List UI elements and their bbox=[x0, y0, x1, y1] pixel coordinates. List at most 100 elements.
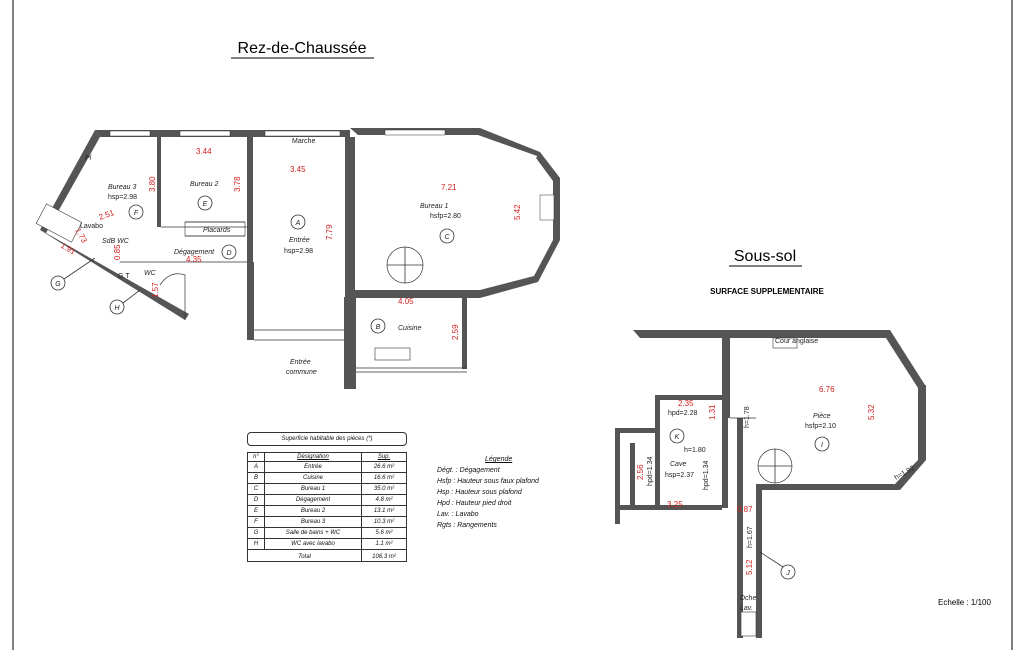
room-g-dim-1: 2.51 bbox=[98, 208, 116, 222]
room-c-height: hsfp=2.80 bbox=[430, 213, 461, 220]
row-designation: Cuisine bbox=[264, 472, 362, 484]
room-h-name: WC bbox=[144, 270, 157, 277]
area-table: Superficie habitable des pièces (*) n° D… bbox=[247, 432, 407, 562]
legend-item: Dégt. : Dégagement bbox=[437, 467, 500, 474]
room-e-closet: Placards bbox=[203, 227, 231, 234]
room-f-dim-side: 3.80 bbox=[148, 176, 157, 192]
room-g-name: SdB WC bbox=[102, 238, 130, 245]
room-g-note: Lavabo bbox=[80, 223, 103, 230]
room-k-dim-4: 3.25 bbox=[667, 500, 683, 509]
room-c-marker bbox=[439, 228, 455, 244]
room-j-douche: Dche bbox=[740, 595, 756, 602]
room-i-cour: Cour anglaise bbox=[775, 338, 818, 345]
room-k-dim-3: 2.56 bbox=[636, 464, 645, 480]
room-j-letter: J bbox=[785, 570, 790, 577]
room-k-hpd3: hpd=1.34 bbox=[703, 461, 710, 490]
room-d-letter: D bbox=[226, 250, 231, 257]
room-c-name: Bureau 1 bbox=[420, 203, 449, 210]
room-a-marker bbox=[290, 214, 306, 230]
scale-label: Echelle : 1/100 bbox=[938, 598, 991, 607]
ground-floor-title: Rez-de-Chaussée bbox=[238, 40, 367, 57]
room-i-dim-side: 5.32 bbox=[867, 404, 876, 420]
room-e-dim-top: 3.44 bbox=[196, 147, 212, 156]
row-designation: Bureau 1 bbox=[264, 483, 362, 495]
room-f-marker bbox=[128, 204, 144, 220]
row-surface: 1.1 m² bbox=[361, 538, 407, 550]
room-d-dim: 4.35 bbox=[186, 255, 202, 264]
room-f-name: Bureau 3 bbox=[108, 184, 137, 191]
row-num: B bbox=[247, 472, 265, 484]
room-c-dim-top: 7.21 bbox=[441, 183, 457, 192]
row-num: A bbox=[247, 461, 265, 473]
room-i-name: Pièce bbox=[813, 413, 831, 420]
legend-item: Hpd : Hauteur pied droit bbox=[437, 500, 512, 507]
room-i-dim-top: 6.76 bbox=[819, 385, 835, 394]
room-a-letter: A bbox=[295, 220, 301, 227]
room-a-name: Entrée bbox=[289, 237, 310, 244]
basement-title: Sous-sol bbox=[734, 248, 796, 265]
room-i-letter: I bbox=[821, 442, 823, 449]
room-j-lav: Lav. bbox=[740, 605, 753, 612]
room-e-name: Bureau 2 bbox=[190, 181, 219, 188]
room-g-dim-4: 0.85 bbox=[113, 244, 122, 260]
marche-label: Marche bbox=[292, 138, 315, 145]
pl-label: Pl bbox=[85, 155, 92, 162]
room-a-dim-side: 7.79 bbox=[325, 224, 334, 240]
room-k-marker bbox=[669, 428, 685, 444]
legend-item: Lav. : Lavabo bbox=[437, 511, 479, 518]
room-j-h: h=1.67 bbox=[747, 526, 754, 548]
row-designation: Entrée bbox=[264, 461, 362, 473]
room-g-dim-3: 1.91 bbox=[59, 241, 77, 257]
row-surface: 13.1 m² bbox=[361, 505, 407, 517]
entree-commune-1: Entrée bbox=[290, 359, 311, 366]
room-j-dim-1: 0.87 bbox=[737, 505, 753, 514]
row-num: C bbox=[247, 483, 265, 495]
row-designation: Dégagement bbox=[264, 494, 362, 506]
room-e-letter: E bbox=[203, 201, 208, 208]
room-h-dim: 1.57 bbox=[151, 282, 160, 298]
row-num: F bbox=[247, 516, 265, 528]
entree-commune-2: commune bbox=[286, 369, 317, 376]
basement-plan bbox=[615, 330, 926, 638]
row-designation: WC avec lavabo bbox=[264, 538, 362, 550]
room-b-name: Cuisine bbox=[398, 325, 421, 332]
room-b-dim-top: 4.05 bbox=[398, 297, 414, 306]
total-label: Total bbox=[247, 549, 362, 562]
row-num: D bbox=[247, 494, 265, 506]
legend-item: Hsfp : Hauteur sous faux plafond bbox=[437, 478, 539, 485]
row-designation: Salle de bains + WC bbox=[264, 527, 362, 539]
room-f-letter: F bbox=[134, 210, 139, 217]
room-i-h1: h=1.78 bbox=[744, 406, 751, 428]
room-k-dim-2: 1.31 bbox=[708, 404, 717, 420]
row-surface: 26.6 m² bbox=[361, 461, 407, 473]
row-designation: Bureau 3 bbox=[264, 516, 362, 528]
room-g-marker bbox=[50, 275, 66, 291]
row-surface: 35.0 m² bbox=[361, 483, 407, 495]
col-header-designation: Désignation bbox=[264, 452, 362, 462]
room-k-dim-1: 2.35 bbox=[678, 399, 694, 408]
room-k-h: h=1.80 bbox=[684, 447, 706, 454]
legend-item: Hsp : Hauteur sous plafond bbox=[437, 489, 522, 496]
ground-floor-plan bbox=[35, 128, 560, 389]
area-table-title: Superficie habitable des pièces (*) bbox=[247, 432, 407, 446]
room-b-letter: B bbox=[376, 324, 381, 331]
total-value: 106.3 m² bbox=[361, 549, 407, 562]
room-b-dim-side: 2.59 bbox=[451, 324, 460, 340]
row-num: H bbox=[247, 538, 265, 550]
legend-title: Légende bbox=[485, 456, 513, 463]
room-g-letter: G bbox=[55, 281, 61, 288]
room-c-dim-side: 5.42 bbox=[513, 204, 522, 220]
room-e-dim-side: 3.78 bbox=[233, 176, 242, 192]
basement-subtitle: SURFACE SUPPLEMENTAIRE bbox=[710, 287, 824, 296]
legend-item: Rgts : Rangements bbox=[437, 522, 497, 529]
row-surface: 16.6 m² bbox=[361, 472, 407, 484]
room-b-marker bbox=[370, 318, 386, 334]
